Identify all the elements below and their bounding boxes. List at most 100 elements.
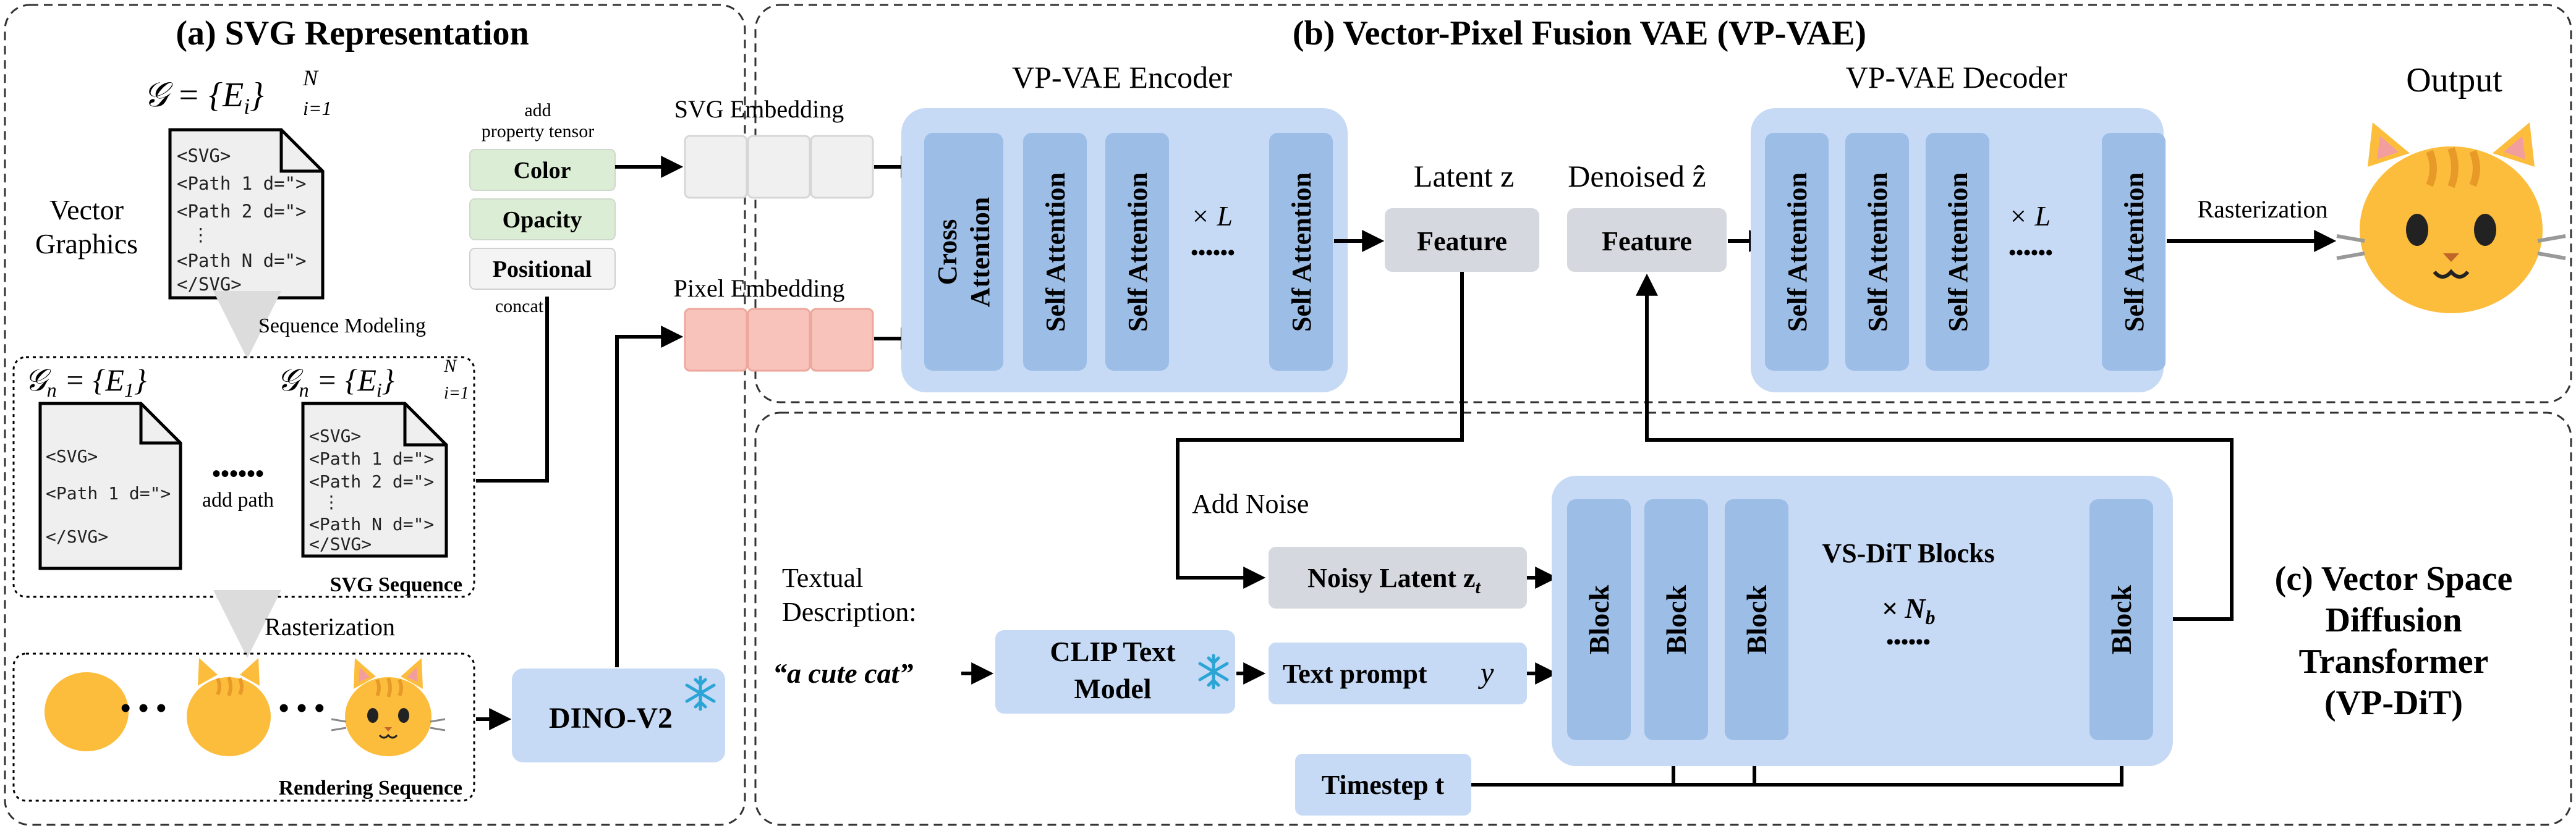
timestep-label: Timestep t	[1322, 770, 1445, 800]
color-token	[469, 149, 616, 191]
section-c-title-3: Transformer	[2299, 643, 2489, 681]
text-prompt-label: Text prompt	[1283, 659, 1427, 689]
decoder-self-attention-4-label: Self Attention	[2119, 172, 2149, 332]
encoder-self-attention-3-label: Self Attention	[1286, 172, 1317, 332]
section-b-title: (b) Vector-Pixel Fusion VAE (VP-VAE)	[1293, 14, 1866, 53]
arrow-dino-to-pixel	[615, 326, 684, 667]
svg-text:i=1: i=1	[303, 97, 331, 119]
add-label: add	[524, 100, 551, 120]
doc-line-0: <SVG>	[177, 145, 231, 166]
sequence-dots: ••••••	[212, 460, 264, 487]
encoder-self-attention-1-label: Self Attention	[1040, 172, 1071, 332]
pixel-embedding-cells	[684, 308, 874, 372]
decoder-self-attention-1	[1765, 133, 1829, 371]
svg-document-small-left: <SVG> <Path 1 d="> </SVG>	[38, 402, 182, 570]
encoder-times-l: × L	[1191, 200, 1233, 232]
svg-text:<SVG>: <SVG>	[309, 426, 361, 446]
svg-text:<Path N d=">: <Path N d=">	[309, 514, 434, 534]
render-step-blob	[45, 672, 129, 751]
output-label: Output	[2406, 61, 2502, 99]
dit-block-last	[2089, 499, 2153, 740]
vector-graphics-label-1: Vector	[49, 194, 124, 226]
dino-box	[512, 669, 725, 762]
svg-text:<Path 1 d=">: <Path 1 d=">	[46, 483, 171, 504]
section-a-frame	[4, 4, 746, 826]
svg-text:</SVG>: </SVG>	[46, 526, 108, 547]
latent-label: Latent z	[1414, 159, 1514, 193]
rendering-dots-2: • • •	[279, 692, 325, 725]
render-step-cat-partial	[187, 658, 271, 756]
clip-label-1: CLIP Text	[1050, 636, 1176, 667]
decoder-self-attention-3-label: Self Attention	[1943, 172, 1973, 332]
cross-attention-label-1: Cross	[932, 219, 963, 285]
doc-line-3: ⋮	[192, 224, 210, 245]
textual-description-label-2: Description:	[782, 597, 917, 627]
noisy-latent-box	[1269, 547, 1527, 609]
dit-dots: ••••••	[1886, 631, 1930, 654]
doc-line-5: </SVG>	[177, 274, 242, 295]
timestep-box	[1295, 754, 1471, 816]
svg-text:</SVG>: </SVG>	[309, 534, 372, 554]
color-label: Color	[514, 158, 571, 183]
rendering-sequence-box	[12, 652, 475, 802]
dit-block-3-label: Block	[1741, 584, 1772, 654]
latent-feature-box	[1385, 208, 1539, 272]
arrow-dit-to-denoised	[1636, 273, 2234, 621]
formula-Gn-right: 𝒢n = {Ei} N i=1	[277, 356, 469, 403]
vs-dit-blocks-label: VS-DiT Blocks	[1822, 538, 1994, 568]
svg-text:<Path 1 d=">: <Path 1 d=">	[309, 449, 434, 469]
output-cat-icon	[2336, 122, 2566, 313]
dit-block-2	[1644, 499, 1708, 740]
rasterization-label-a: Rasterization	[265, 613, 395, 641]
pixel-embedding-label: Pixel Embedding	[674, 274, 845, 302]
opacity-label: Opacity	[503, 207, 582, 233]
decoder-self-attention-4	[2102, 133, 2166, 371]
latent-feature-label: Feature	[1417, 226, 1507, 256]
doc-line-1: <Path 1 d=">	[177, 173, 307, 194]
encoder-title: VP-VAE Encoder	[1012, 60, 1232, 95]
clip-text-model-box	[995, 630, 1235, 714]
svg-text:<SVG>: <SVG>	[46, 446, 98, 466]
doc-line-2: <Path 2 d=">	[177, 201, 307, 222]
dino-label: DINO-V2	[549, 702, 673, 735]
svg-embedding-label: SVG Embedding	[674, 95, 844, 123]
add-noise-label: Add Noise	[1192, 489, 1309, 519]
decoder-title: VP-VAE Decoder	[1846, 60, 2068, 95]
svg-text:𝒢n = {E1}: 𝒢n = {E1}	[25, 363, 147, 401]
svg-text:<Path 2 d=">: <Path 2 d=">	[309, 471, 434, 492]
rendering-dots-1: • • •	[121, 692, 166, 725]
section-b-frame	[754, 4, 2572, 403]
textual-description-label-1: Textual	[782, 563, 863, 593]
encoder-self-attention-3	[1269, 133, 1333, 371]
rasterization-label-b: Rasterization	[2197, 195, 2327, 223]
svg-text:⋮: ⋮	[323, 492, 340, 512]
section-a-title: (a) SVG Representation	[176, 14, 529, 53]
cross-attention-block	[924, 133, 1003, 371]
text-prompt-var: y	[1477, 657, 1494, 690]
svg-text:𝒢n = {Ei}: 𝒢n = {Ei}	[277, 363, 394, 401]
svg-embedding-cells	[684, 135, 874, 199]
encoder-dots: ••••••	[1191, 242, 1235, 264]
dit-block-1-label: Block	[1583, 584, 1615, 654]
svg-text:N: N	[302, 65, 319, 90]
text-prompt-box	[1269, 643, 1527, 704]
svg-text:i=1: i=1	[444, 384, 469, 403]
formula-Gn-left: 𝒢n = {E1}	[25, 363, 147, 401]
positional-label: Positional	[493, 256, 592, 282]
section-c-title-4: (VP-DiT)	[2324, 684, 2463, 722]
decoder-self-attention-2-label: Self Attention	[1863, 172, 1893, 332]
property-tensor-label: property tensor	[482, 121, 594, 141]
positional-token	[469, 248, 616, 290]
dit-block-3	[1725, 499, 1788, 740]
dit-block-2-label: Block	[1660, 584, 1692, 654]
times-nb-label: × Nb	[1882, 593, 1936, 628]
clip-label-2: Model	[1074, 673, 1151, 704]
svg-document: <SVG> <Path 1 d="> <Path 2 d="> ⋮ <Path …	[168, 128, 325, 300]
denoised-label: Denoised ẑ	[1568, 159, 1706, 193]
add-path-label: add path	[202, 489, 274, 512]
sequence-modeling-label: Sequence Modeling	[258, 314, 426, 337]
denoised-feature-label: Feature	[1602, 226, 1692, 256]
prompt-text: “a cute cat”	[773, 657, 913, 689]
